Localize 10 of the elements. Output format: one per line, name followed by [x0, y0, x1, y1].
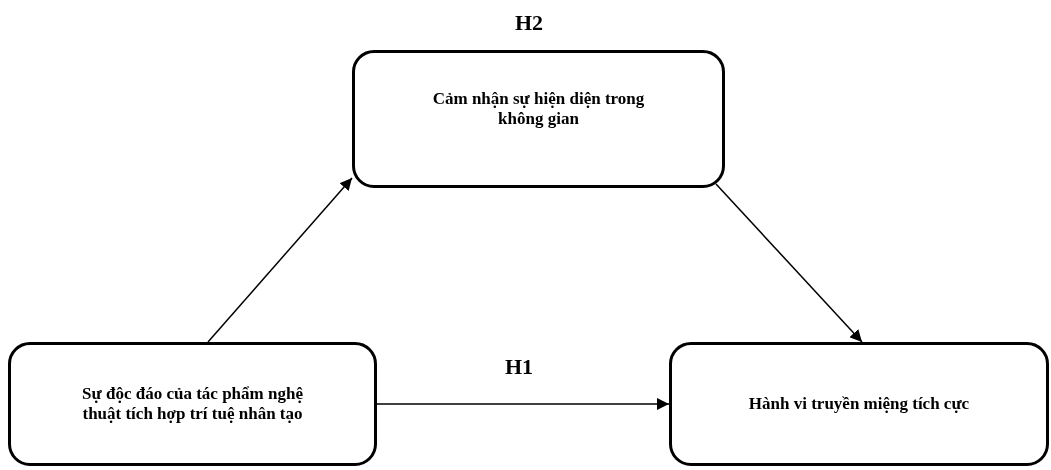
- arrow: [376, 398, 670, 410]
- rounded-box: [352, 50, 725, 188]
- rounded-box: [669, 342, 1049, 466]
- arrow: [715, 183, 863, 343]
- node-text: Cảm nhận sự hiện diện trong không gian: [431, 88, 646, 130]
- rounded-box: [8, 342, 377, 466]
- arrow: [207, 177, 353, 343]
- hypothesis-label: H2: [515, 10, 544, 36]
- node-text: Sự độc đáo của tác phẩm nghệ thuật tích hợp trí tuệ nhân tạo: [81, 383, 304, 425]
- node-text: Hành vi truyền miệng tích cực: [748, 393, 970, 415]
